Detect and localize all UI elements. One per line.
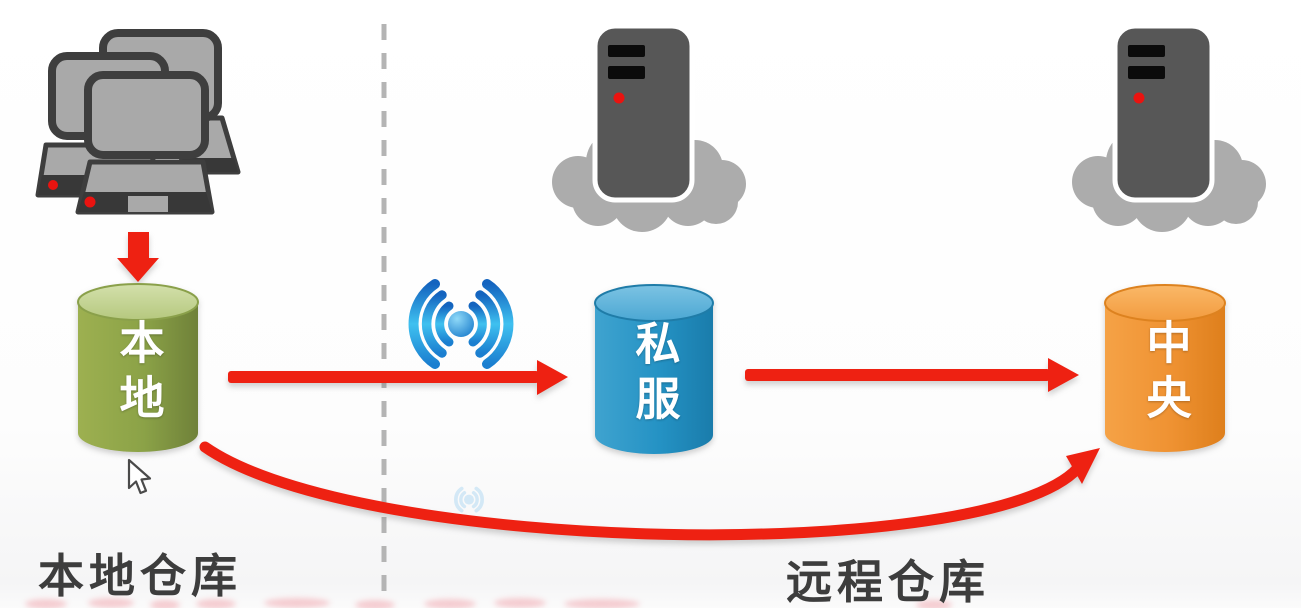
central-repo-cylinder: [1104, 284, 1226, 452]
wifi-signal-icon: [408, 279, 514, 369]
server-cloud-icon: [552, 23, 746, 232]
arrow-local-to-central-curved: [199, 441, 1100, 541]
drive-slot: [1128, 66, 1165, 79]
arrow-private-to-central: [745, 358, 1079, 392]
server-cloud-icon: [1072, 23, 1266, 232]
drive-slot: [608, 66, 645, 79]
remote-repo-section-label: 远程仓库: [786, 555, 990, 608]
laptop-stack-icon: [35, 29, 241, 215]
mouse-cursor-icon: [127, 458, 152, 495]
trackpad: [128, 196, 168, 212]
power-led: [613, 92, 625, 104]
arrow-local-to-private: [228, 360, 568, 395]
red-arrows: [117, 232, 1100, 541]
server-tower: [1112, 23, 1215, 203]
local-repo-section-label: 本地仓库: [38, 549, 242, 603]
laptop-front: [75, 71, 215, 215]
local-repo-cylinder: [77, 283, 199, 452]
drive-slot: [1128, 45, 1165, 57]
power-led: [84, 196, 96, 208]
wifi-signal-ghost-icon: [454, 486, 484, 513]
private-repo-cylinder: [594, 284, 714, 454]
arrow-computers-to-local: [117, 232, 159, 282]
drive-slot: [608, 45, 645, 57]
server-tower: [592, 23, 695, 203]
power-led: [1133, 92, 1145, 104]
power-led: [48, 180, 58, 190]
